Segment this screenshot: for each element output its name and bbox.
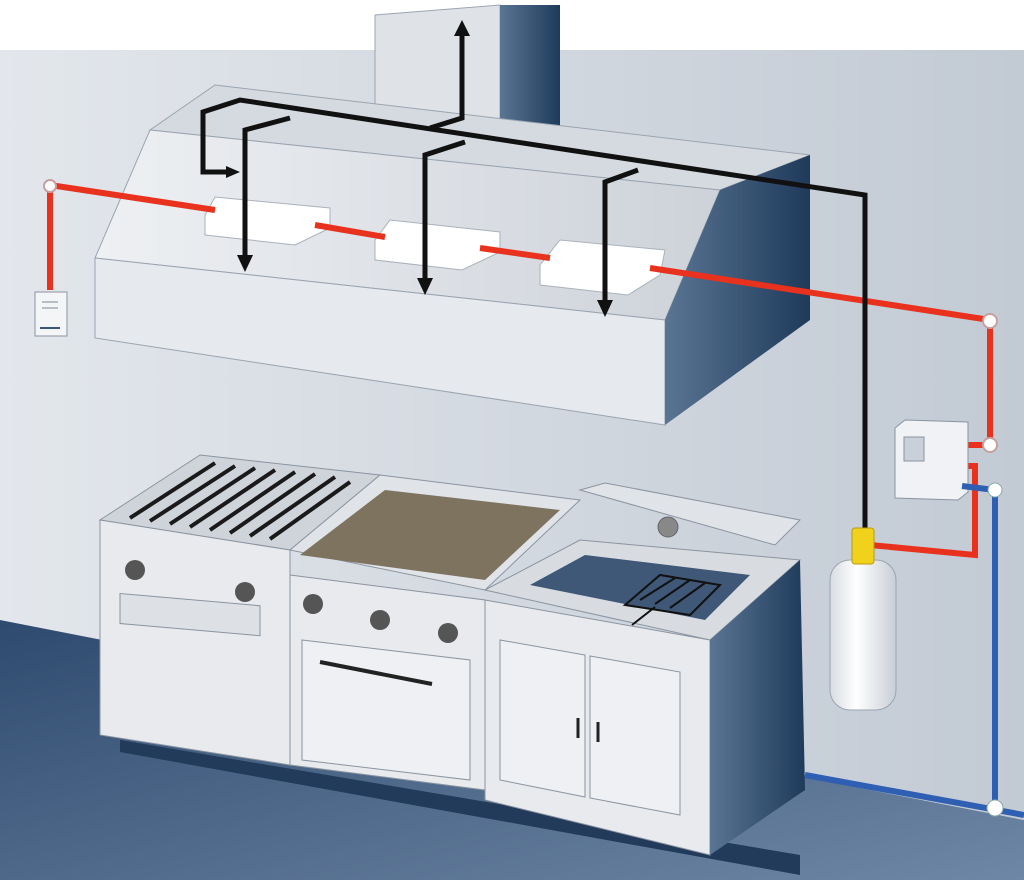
cabinet-door-right[interactable] — [589, 655, 681, 816]
knob[interactable] — [370, 610, 390, 630]
oven-handle[interactable] — [319, 660, 433, 686]
fryer-basket — [622, 573, 723, 626]
gas-shutoff-valve[interactable] — [987, 482, 1003, 498]
knob[interactable] — [303, 594, 323, 614]
gas-tee — [986, 799, 1004, 817]
manual-pull-station[interactable] — [34, 291, 68, 337]
fryer-vat — [530, 555, 750, 620]
appliance-line — [98, 454, 805, 875]
oven-door[interactable] — [301, 639, 471, 781]
exhaust-arrow-icon — [454, 20, 470, 36]
cabinet-door-left[interactable] — [499, 639, 586, 798]
pulley-elbows — [43, 179, 998, 453]
knob[interactable] — [438, 623, 458, 643]
control-box[interactable] — [894, 419, 969, 501]
knob[interactable] — [125, 560, 145, 580]
griddle-plate — [300, 490, 560, 580]
knob[interactable] — [235, 582, 255, 602]
grill-grates — [128, 461, 352, 541]
nozzle-arrow-icon — [226, 166, 613, 317]
agent-distribution-pipe — [200, 30, 868, 530]
fryer-indicator — [657, 516, 679, 538]
agent-tank — [829, 527, 897, 711]
